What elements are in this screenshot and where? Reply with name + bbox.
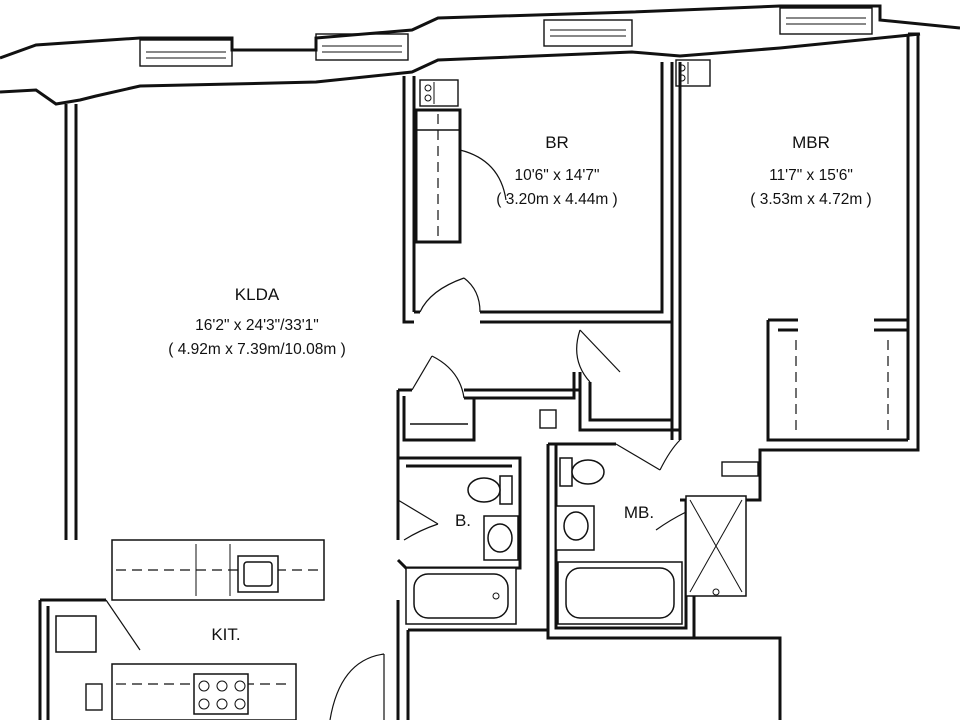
- kitchen-island: [111, 539, 325, 601]
- kitchen-counter: [85, 663, 297, 721]
- klda-dimensions-metric: ( 4.92m x 7.39m/10.08m ): [168, 341, 345, 358]
- klda-dimensions-imperial: 16'2" x 24'3"/33'1": [195, 317, 319, 334]
- kitchen-room-name: KIT.: [211, 625, 240, 644]
- door-kitchen: [329, 653, 385, 721]
- hall-fixture: [539, 409, 557, 429]
- bathtub: [405, 567, 517, 625]
- br-closet: [414, 108, 462, 244]
- sink: [483, 515, 519, 561]
- br-dimensions-metric: ( 3.20m x 4.44m ): [496, 191, 617, 208]
- refrigerator: [55, 615, 97, 653]
- door-shower: [655, 511, 687, 531]
- fixtures: [55, 59, 889, 721]
- mbr-dimensions-imperial: 11'7" x 15'6": [769, 167, 853, 184]
- window: [139, 39, 233, 67]
- master-bath-room-name: MB.: [624, 503, 654, 522]
- walls: [38, 32, 920, 720]
- klda-room-name: KLDA: [235, 285, 280, 304]
- window: [315, 33, 409, 61]
- mbr-dimensions-metric: ( 3.53m x 4.72m ): [750, 191, 871, 208]
- br-room-name: BR: [545, 133, 569, 152]
- br-dimensions-imperial: 10'6" x 14'7": [514, 167, 599, 184]
- shower: [685, 495, 747, 597]
- hvac-unit: [675, 59, 711, 87]
- door-coat-closet: [411, 355, 465, 399]
- radiator: [721, 461, 759, 477]
- window: [543, 19, 633, 47]
- toilet: [559, 457, 605, 487]
- window: [779, 7, 873, 35]
- bath-room-name: B.: [455, 511, 471, 530]
- door-utility: [105, 599, 141, 651]
- room-labels: KLDA 16'2" x 24'3"/33'1" ( 4.92m x 7.39m…: [168, 133, 871, 644]
- hvac-unit: [419, 79, 459, 107]
- mbr-room-name: MBR: [792, 133, 830, 152]
- door-master-bath: [615, 439, 681, 471]
- doors: [105, 149, 687, 721]
- door-bath: [397, 499, 439, 541]
- exterior-facade: [0, 4, 960, 106]
- toilet: [467, 475, 513, 505]
- door-mbr-entry: [576, 329, 621, 383]
- mbr-closet: [795, 340, 889, 436]
- bathtub: [557, 561, 683, 625]
- sink: [555, 505, 595, 551]
- door-br-entry: [419, 277, 481, 313]
